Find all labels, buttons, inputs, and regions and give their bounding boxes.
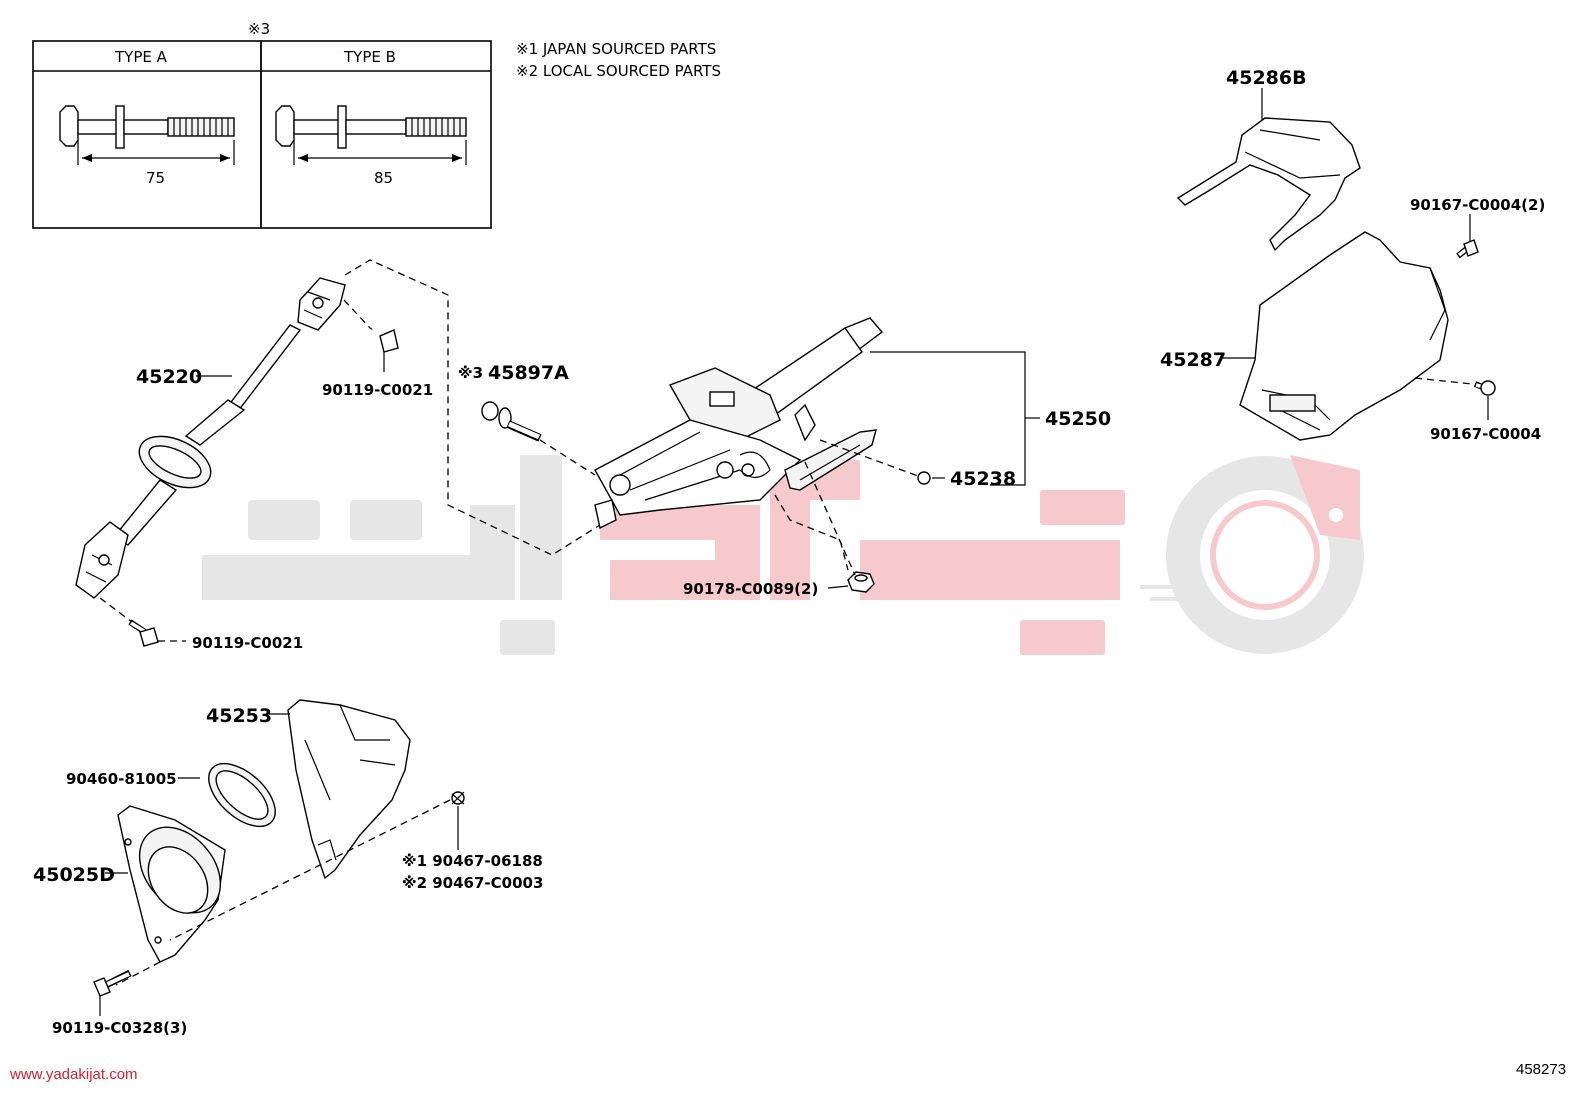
- watermark-logo: [202, 455, 1364, 655]
- label-90467-c0003: ※2 90467-C0003: [402, 874, 543, 892]
- bolt-90119-c0021-upper[interactable]: [369, 327, 399, 353]
- label-90467-06188: ※1 90467-06188: [402, 852, 543, 870]
- dust-cover-45253[interactable]: [287, 699, 411, 880]
- illustration-id: 458273: [1516, 1061, 1566, 1078]
- label-45220: 45220: [136, 366, 202, 388]
- label-90119-c0021-upper: 90119-C0021: [322, 381, 433, 399]
- upper-cover-45286b[interactable]: [1176, 117, 1361, 252]
- type-b-label: TYPE B: [343, 48, 396, 66]
- screw-90167-c0004-upper[interactable]: [1456, 239, 1479, 259]
- label-45238: 45238: [950, 468, 1016, 490]
- label-90119-c0328: 90119-C0328(3): [52, 1019, 187, 1037]
- clip-90467[interactable]: [451, 791, 465, 805]
- label-45897a: 45897A: [488, 362, 569, 384]
- bolt-type-b: [275, 105, 467, 165]
- intermediate-shaft-45220[interactable]: [75, 277, 346, 599]
- screw-90167-c0004-lower[interactable]: [1473, 380, 1496, 396]
- note-japan-sourced: ※1 JAPAN SOURCED PARTS: [516, 40, 716, 58]
- label-45253: 45253: [206, 705, 272, 727]
- bolt-90119-c0021-lower[interactable]: [128, 619, 159, 647]
- steering-column-45250[interactable]: [594, 317, 884, 530]
- screw-45238[interactable]: [917, 471, 931, 485]
- label-45287: 45287: [1160, 349, 1226, 371]
- label-90167-c0004: 90167-C0004: [1430, 425, 1541, 443]
- watermark-url: www.yadakijat.com: [9, 1066, 138, 1083]
- label-90178-c0089: 90178-C0089(2): [683, 580, 818, 598]
- plate-45025d[interactable]: [117, 805, 237, 963]
- type-b-length: 85: [374, 169, 393, 187]
- bolt-45897a[interactable]: [481, 401, 542, 442]
- bolt-90119-c0328[interactable]: [93, 969, 132, 997]
- lower-cover-45287[interactable]: [1239, 231, 1449, 441]
- bolt-type-a: [59, 105, 235, 165]
- type-a-label: TYPE A: [114, 48, 168, 66]
- label-90460-81005: 90460-81005: [66, 770, 177, 788]
- label-45025d: 45025D: [33, 864, 115, 886]
- label-45286b: 45286B: [1226, 67, 1307, 89]
- ring-90460-81005[interactable]: [198, 752, 287, 838]
- label-90119-c0021-lower: 90119-C0021: [192, 634, 303, 652]
- type-table: ※3 TYPE A TYPE B 75: [32, 20, 492, 229]
- label-45897a-mark: ※3: [458, 364, 483, 382]
- label-90167-c0004-2: 90167-C0004(2): [1410, 196, 1545, 214]
- label-45250: 45250: [1045, 408, 1111, 430]
- nut-90178-c0089[interactable]: [847, 571, 875, 593]
- type-a-length: 75: [146, 169, 165, 187]
- type-table-mark: ※3: [248, 20, 270, 38]
- note-local-sourced: ※2 LOCAL SOURCED PARTS: [516, 62, 721, 80]
